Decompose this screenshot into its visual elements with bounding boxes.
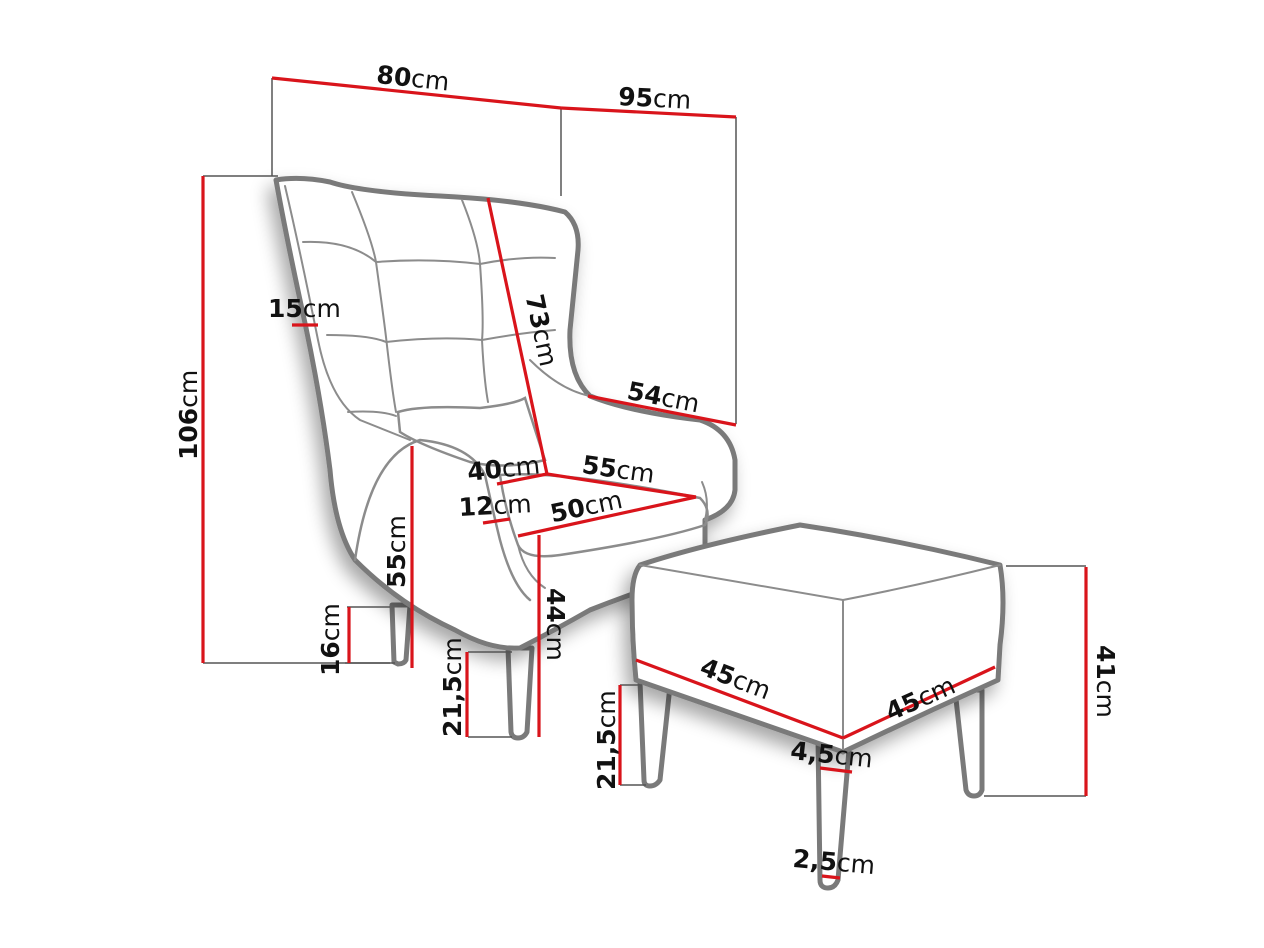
dim-line-armrest xyxy=(587,394,737,427)
stool-leg-right xyxy=(952,687,985,799)
label-rear-leg: 16cm xyxy=(316,603,345,676)
chair-front-leg xyxy=(505,645,535,741)
label-depth: 95cm xyxy=(617,82,692,115)
chair-body xyxy=(273,175,738,651)
label-armrest-height: 55cm xyxy=(382,515,411,588)
dimension-lines xyxy=(201,76,1088,880)
label-seat-height: 44cm xyxy=(541,588,570,661)
dim-line-seat-front xyxy=(517,495,697,538)
chair-lumbar-cushion xyxy=(396,396,547,467)
label-seat-back: 40cm xyxy=(465,450,542,487)
armchair-drawing xyxy=(273,175,738,741)
dim-line-seat-depth xyxy=(546,472,697,499)
dim-line-stool-depth xyxy=(842,665,996,740)
label-leg-bottom: 2,5cm xyxy=(791,844,877,881)
stool-body xyxy=(629,522,1006,755)
label-wing: 15cm xyxy=(268,294,341,323)
chair-left-arm-front xyxy=(353,438,532,602)
dim-line-leg-bottom xyxy=(821,874,841,880)
dim-line-stool-width xyxy=(635,658,844,740)
stool-leg-front xyxy=(815,735,853,891)
chair-rear-leg xyxy=(389,602,413,667)
extension-lines xyxy=(203,78,1086,797)
label-height: 106cm xyxy=(174,369,203,460)
label-stool-leg: 21,5cm xyxy=(592,690,621,790)
stool-leg-left xyxy=(637,679,673,789)
dim-line-arm-width xyxy=(482,517,511,525)
dim-line-depth xyxy=(560,106,737,119)
label-arm-width: 12cm xyxy=(457,489,533,522)
dim-line-width xyxy=(271,76,562,110)
dim-line-leg-top xyxy=(819,766,853,774)
chair-wing-inner-line xyxy=(284,185,411,441)
label-width: 80cm xyxy=(375,60,451,97)
label-stool-height: 41cm xyxy=(1091,645,1120,718)
footstool-drawing xyxy=(629,522,1006,891)
dim-line-seat-back xyxy=(496,472,548,486)
label-front-leg: 21,5cm xyxy=(438,637,467,737)
dim-line-backrest xyxy=(486,197,549,475)
